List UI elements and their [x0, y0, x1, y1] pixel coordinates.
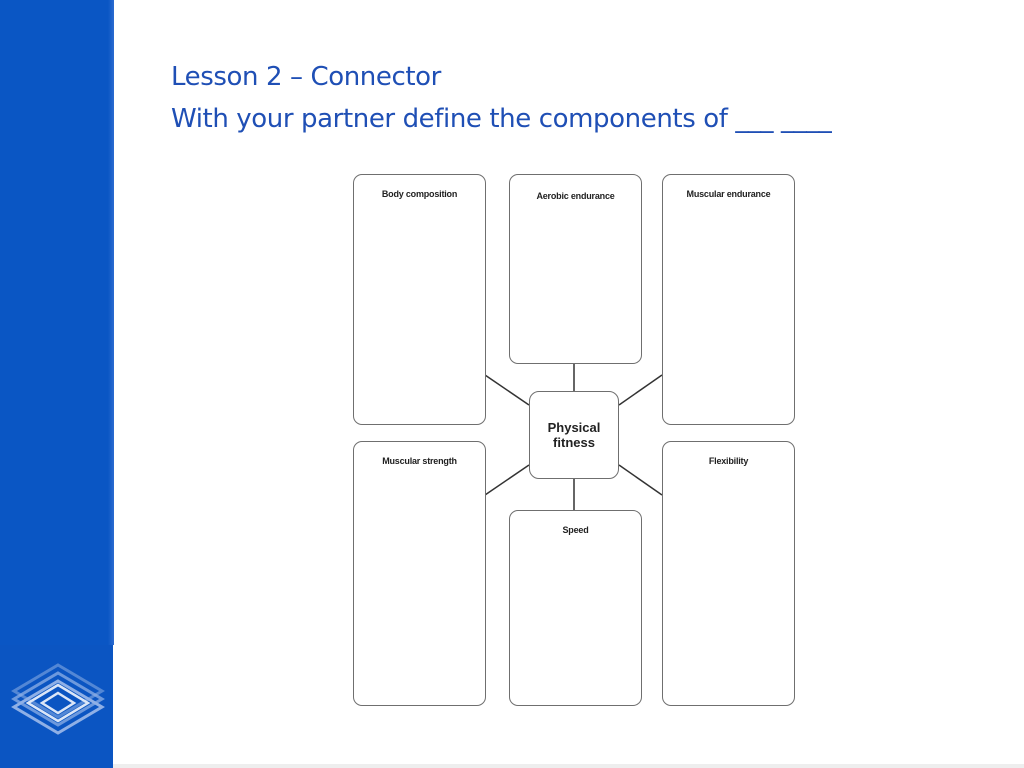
box-body-composition: Body composition	[353, 174, 486, 425]
footer-rule	[113, 764, 1024, 768]
title-line-1: Lesson 2 – Connector	[171, 62, 441, 92]
center-label: Physical fitness	[547, 420, 601, 450]
box-muscular-endurance: Muscular endurance	[662, 174, 795, 425]
box-aerobic-endurance: Aerobic endurance	[509, 174, 642, 364]
box-flexibility: Flexibility	[662, 441, 795, 706]
slide-title: Lesson 2 – Connector With your partner d…	[171, 56, 991, 140]
connector-lines	[484, 364, 663, 510]
sidebar-shade	[108, 0, 114, 645]
box-label: Speed	[562, 525, 589, 535]
left-sidebar	[0, 0, 113, 768]
box-label: Muscular endurance	[686, 189, 771, 199]
box-muscular-strength: Muscular strength	[353, 441, 486, 706]
box-label: Muscular strength	[382, 456, 457, 466]
box-label: Aerobic endurance	[536, 191, 615, 201]
box-speed: Speed	[509, 510, 642, 706]
box-label: Body composition	[381, 189, 458, 199]
center-box-physical-fitness: Physical fitness	[529, 391, 619, 479]
layered-diamond-logo-icon	[11, 663, 105, 735]
box-label: Flexibility	[708, 456, 749, 466]
title-line-2: With your partner define the components …	[171, 104, 832, 134]
